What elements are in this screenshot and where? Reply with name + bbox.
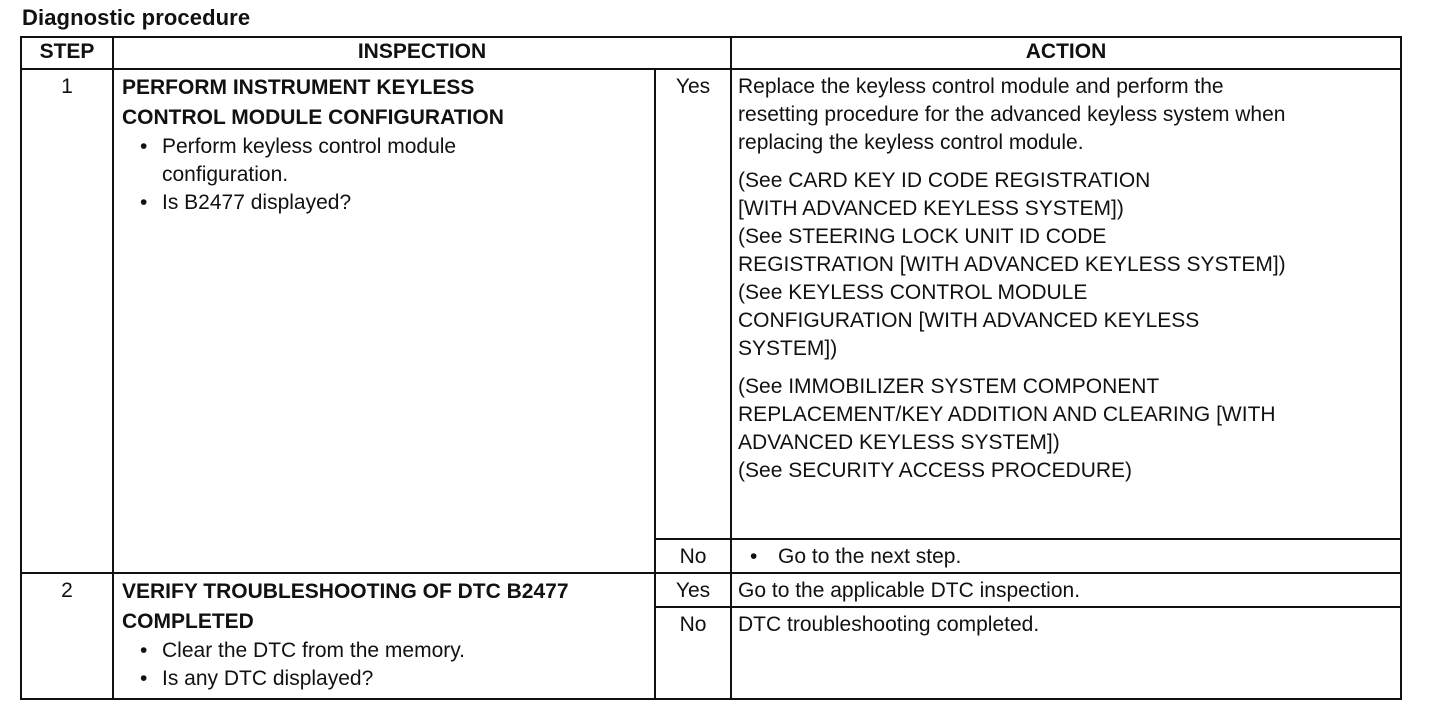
inspection-cell: VERIFY TROUBLESHOOTING OF DTC B2477 COMP… <box>112 572 656 700</box>
list-item: Is B2477 displayed? <box>140 189 646 217</box>
header-step: STEP <box>20 36 114 70</box>
action-bullet: Go to the next step. <box>738 543 1392 571</box>
yes-label: Yes <box>653 68 733 540</box>
yes-label: Yes <box>653 572 733 608</box>
no-label: No <box>653 606 733 700</box>
reference-line: REGISTRATION [WITH ADVANCED KEYLESS SYST… <box>738 253 1286 276</box>
reference-group: (See CARD KEY ID CODE REGISTRATION [WITH… <box>738 167 1392 363</box>
list-item: Is any DTC displayed? <box>140 665 646 693</box>
action-cell-yes: Replace the keyless control module and p… <box>730 68 1403 540</box>
table-header-row: STEP INSPECTION ACTION <box>20 36 1403 70</box>
inspection-heading-line: VERIFY TROUBLESHOOTING OF DTC B2477 <box>122 580 569 603</box>
inspection-heading-line: PERFORM INSTRUMENT KEYLESS <box>122 76 475 99</box>
inspection-bullet-list: Clear the DTC from the memory. Is any DT… <box>122 637 646 693</box>
reference-line: (See KEYLESS CONTROL MODULE <box>738 281 1088 304</box>
table-row: 2 VERIFY TROUBLESHOOTING OF DTC B2477 CO… <box>20 572 1403 700</box>
reference-line: (See CARD KEY ID CODE REGISTRATION <box>738 169 1151 192</box>
reference-line: (See IMMOBILIZER SYSTEM COMPONENT <box>738 375 1160 398</box>
reference-line: (See SECURITY ACCESS PROCEDURE) <box>738 459 1133 482</box>
action-cell-no: DTC troubleshooting completed. <box>730 606 1403 700</box>
header-inspection: INSPECTION <box>111 36 733 70</box>
reference-line: CONFIGURATION [WITH ADVANCED KEYLESS <box>738 309 1200 332</box>
action-line: resetting procedure for the advanced key… <box>738 103 1286 126</box>
inspection-heading-line: COMPLETED <box>122 610 254 633</box>
list-item: Clear the DTC from the memory. <box>140 637 646 665</box>
action-line: Replace the keyless control module and p… <box>738 75 1224 98</box>
step-number: 1 <box>20 68 114 574</box>
table-row: No DTC troubleshooting completed. <box>21 606 1403 700</box>
action-line: replacing the keyless control module. <box>738 131 1084 154</box>
list-item: Perform keyless control module configura… <box>140 133 502 189</box>
page-title: Diagnostic procedure <box>22 5 251 30</box>
step-number: 2 <box>20 572 114 700</box>
table-row: No Go to the next step. <box>21 538 1403 574</box>
reference-group: (See IMMOBILIZER SYSTEM COMPONENT REPLAC… <box>738 373 1392 485</box>
reference-line: REPLACEMENT/KEY ADDITION AND CLEARING [W… <box>738 403 1276 426</box>
inspection-bullet-list: Perform keyless control module configura… <box>122 133 646 217</box>
inspection-heading-line: CONTROL MODULE CONFIGURATION <box>122 106 504 129</box>
header-action: ACTION <box>730 36 1403 70</box>
action-cell-yes: Go to the applicable DTC inspection. <box>730 572 1403 608</box>
reference-line: ADVANCED KEYLESS SYSTEM]) <box>738 431 1060 454</box>
no-label: No <box>653 538 733 574</box>
diagnostic-procedure-table: STEP INSPECTION ACTION 1 PERFORM INSTRUM… <box>20 36 1403 700</box>
inspection-cell: PERFORM INSTRUMENT KEYLESS CONTROL MODUL… <box>112 68 656 574</box>
action-intro: Replace the keyless control module and p… <box>738 73 1392 157</box>
table-row: 1 PERFORM INSTRUMENT KEYLESS CONTROL MOD… <box>20 68 1403 574</box>
reference-line: (See STEERING LOCK UNIT ID CODE <box>738 225 1107 248</box>
action-cell-no: Go to the next step. <box>730 538 1403 574</box>
reference-line: [WITH ADVANCED KEYLESS SYSTEM]) <box>738 197 1124 220</box>
reference-line: SYSTEM]) <box>738 337 838 360</box>
